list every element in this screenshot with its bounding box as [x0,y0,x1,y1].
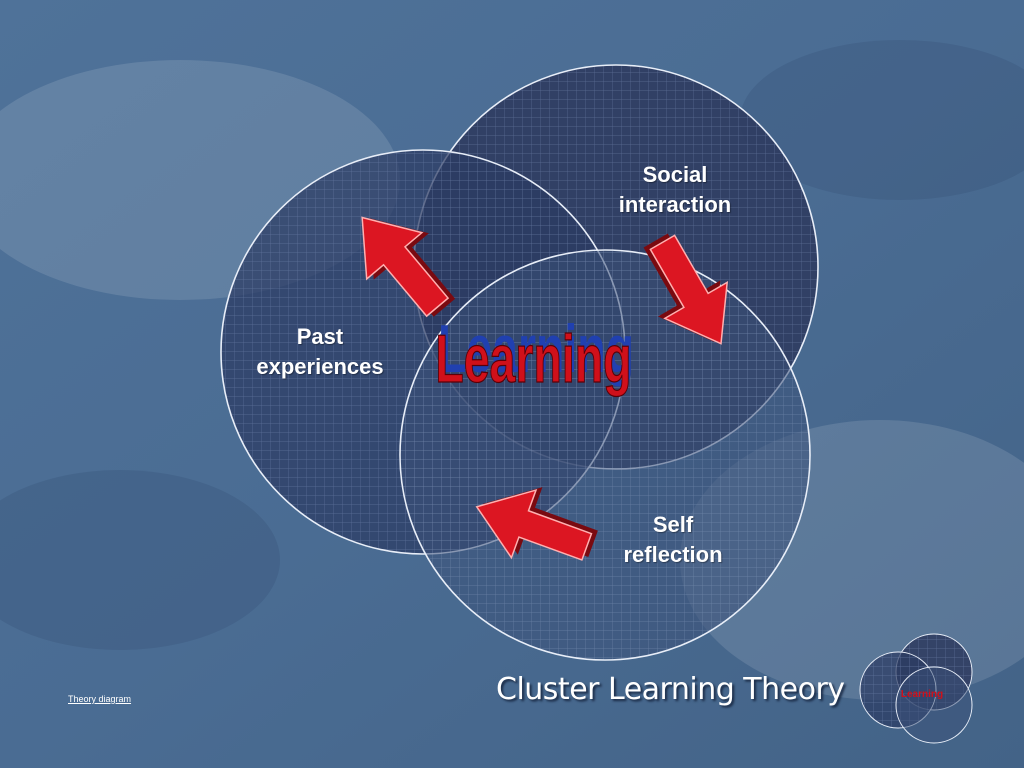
center-learning-wordart: Learning Learning [435,313,634,398]
label-past-experiences: Past experiences [240,322,400,382]
label-past-line-1: Past [296,324,344,349]
label-self-reflection: Self reflection [603,510,743,570]
slide-title: Cluster Learning Theory [496,672,845,707]
center-label: Learning [435,323,631,398]
self-circle [399,249,811,661]
center-label-shadow: Learning [438,313,634,388]
theory-diagram-link[interactable]: Theory diagram [68,694,132,704]
label-self-line-1: Self [652,512,694,537]
thumbnail-diagram: Learning [859,633,973,744]
label-social-interaction: Social interaction [605,160,745,220]
label-past-line-2: experiences [256,354,384,379]
thumbnail-label: Learning [901,689,943,700]
arrow-up-right-icon [361,216,456,318]
arrow-down-icon [643,233,729,345]
label-social-line-2: interaction [618,192,732,217]
arrow-left-icon [475,487,598,561]
label-social-line-1: Social [642,162,708,187]
label-self-line-2: reflection [623,542,723,567]
